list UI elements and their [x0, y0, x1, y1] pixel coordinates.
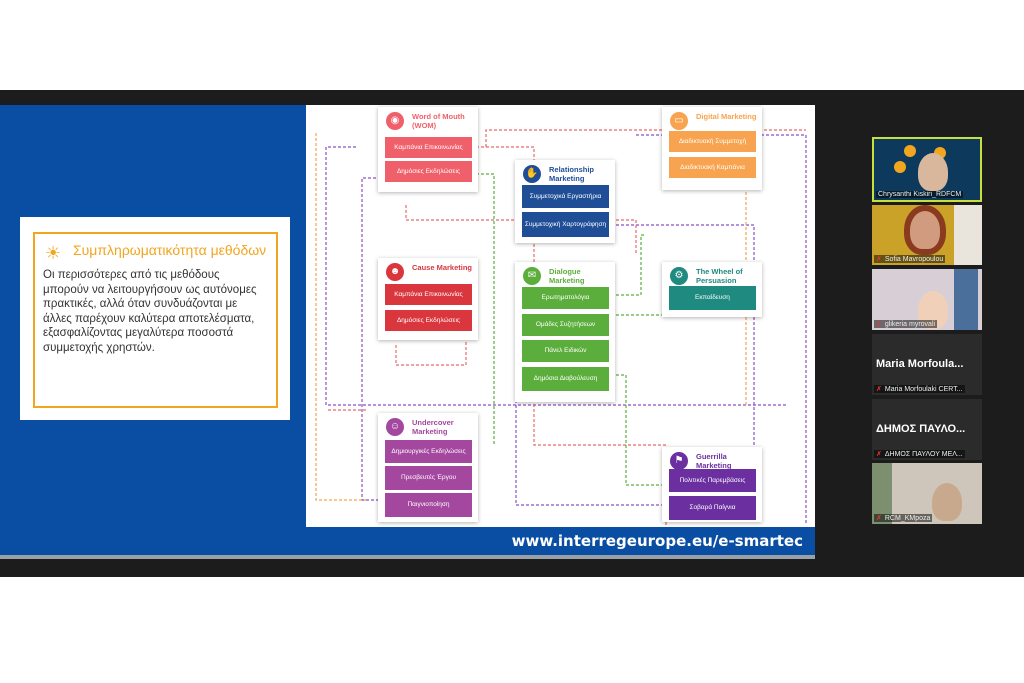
video-feed — [910, 211, 940, 249]
method-item: Δημόσια Διαβούλευση — [522, 367, 609, 391]
method-item: Διαδικτυακή Συμμετοχή — [669, 131, 756, 152]
method-title: Undercover Marketing — [412, 418, 454, 436]
method-card-wom: ◉ Word of Mouth (WOM) Καμπάνια Επικοινων… — [378, 107, 478, 192]
method-card-relationship: ✋ Relationship Marketing Συμμετοχικά Εργ… — [515, 160, 615, 243]
method-card-cause: ☻ Cause Marketing Καμπάνια Επικοινωνίας … — [378, 258, 478, 340]
participant-tile[interactable]: ✗Sofia Mavropoulou — [872, 205, 982, 265]
people-icon: ☻ — [386, 263, 404, 281]
participant-tile[interactable]: ✗glikeria myrovali — [872, 269, 982, 330]
method-item: Καμπάνια Επικοινωνίας — [385, 284, 472, 305]
method-card-dialogue: ✉ Dialogue Marketing Ερωτηματολόγια Ομάδ… — [515, 262, 615, 402]
method-card-undercover: ☺ Undercover Marketing Δημιουργικές Εκδη… — [378, 413, 478, 522]
muted-mic-icon: ✗ — [876, 386, 882, 393]
method-title: Relationship Marketing — [549, 165, 595, 183]
method-title: Word of Mouth (WOM) — [412, 112, 465, 130]
video-feed — [918, 153, 948, 191]
method-item: Παιγνιοποίηση — [385, 493, 472, 517]
method-item: Συμμετοχική Χαρτογράφηση — [522, 212, 609, 237]
method-card-wheel: ⚙ The Wheel of Persuasion Εκπαίδευση — [662, 262, 762, 317]
flag-icon: ⚑ — [670, 452, 688, 470]
method-item: Δημιουργικές Εκδηλώσεις — [385, 440, 472, 463]
gear-icon: ⚙ — [670, 267, 688, 285]
participant-display-name: Maria Morfoula... — [876, 358, 964, 370]
participant-name-text: Maria Morfoulaki CERT... — [884, 386, 963, 393]
method-item: Καμπάνια Επικοινωνίας — [385, 137, 472, 158]
method-item: Δημόσιες Εκδηλώσεις — [385, 161, 472, 182]
participant-name: ✗ΔΗΜΟΣ ΠΑΥΛΟΥ ΜΕΛ... — [874, 450, 965, 458]
participant-tile[interactable]: ΔΗΜΟΣ ΠΑΥΛΟ... ✗ΔΗΜΟΣ ΠΑΥΛΟΥ ΜΕΛ... — [872, 399, 982, 460]
participant-tile[interactable]: Chrysanthi Kiskiri_RDFCM — [872, 137, 982, 202]
participant-name-text: ΔΗΜΟΣ ΠΑΥΛΟΥ ΜΕΛ... — [884, 451, 963, 458]
participant-display-name: ΔΗΜΟΣ ΠΑΥΛΟ... — [876, 423, 966, 435]
method-item: Ερωτηματολόγια — [522, 287, 609, 309]
method-item: Ομάδες Συζητήσεων — [522, 314, 609, 336]
participant-name: ✗Maria Morfoulaki CERT... — [874, 385, 965, 393]
slide-heading: Συμπληρωματικότητα μεθόδων — [73, 242, 267, 258]
participant-name: ✗Sofia Mavropoulou — [874, 255, 946, 263]
method-title: Guerrilla Marketing — [696, 452, 732, 470]
method-item: Πρεσβευτές Έργου — [385, 466, 472, 490]
complementarity-box: ☀ Συμπληρωματικότητα μεθόδων Οι περισσότ… — [33, 232, 278, 408]
method-item: Πάνελ Ειδικών — [522, 340, 609, 362]
method-item: Συμμετοχικά Εργαστήρια — [522, 185, 609, 208]
muted-mic-icon: ✗ — [876, 451, 882, 458]
participant-name-text: RCM_KMpoza — [884, 515, 931, 522]
text-card: ☀ Συμπληρωματικότητα μεθόδων Οι περισσότ… — [20, 217, 290, 420]
muted-mic-icon: ✗ — [876, 515, 882, 522]
participant-tile[interactable]: ✗RCM_KMpoza — [872, 463, 982, 524]
slide-divider — [0, 555, 815, 559]
method-title: The Wheel of Persuasion — [696, 267, 743, 285]
slide-url: www.interregeurope.eu/e-smartec — [306, 527, 815, 557]
muted-mic-icon: ✗ — [876, 321, 882, 328]
participant-name-text: glikeria myrovali — [884, 321, 936, 328]
participant-name: ✗RCM_KMpoza — [874, 514, 933, 522]
lightbulb-icon: ☀ — [45, 243, 62, 263]
mask-icon: ☺ — [386, 418, 404, 436]
megaphone-icon: ◉ — [386, 112, 404, 130]
laptop-icon: ▭ — [670, 112, 688, 130]
method-item: Εκπαίδευση — [669, 286, 756, 310]
handshake-icon: ✋ — [523, 165, 541, 183]
chat-icon: ✉ — [523, 267, 541, 285]
method-card-guerrilla: ⚑ Guerrilla Marketing Πολιτικές Παρεμβάσ… — [662, 447, 762, 522]
method-item: Πολιτικές Παρεμβάσεις — [669, 469, 756, 492]
participant-tile[interactable]: Maria Morfoula... ✗Maria Morfoulaki CERT… — [872, 334, 982, 395]
method-item: Σοβαρά Παίγνια — [669, 496, 756, 520]
participant-name: ✗glikeria myrovali — [874, 320, 938, 328]
method-title: Cause Marketing — [412, 263, 473, 272]
method-item: Διαδικτυακή Καμπάνια — [669, 157, 756, 178]
method-title: Digital Marketing — [696, 112, 757, 121]
muted-mic-icon: ✗ — [876, 256, 882, 263]
participant-name: Chrysanthi Kiskiri_RDFCM — [876, 191, 964, 198]
participant-name-text: Sofia Mavropoulou — [884, 256, 944, 263]
slide-body: Οι περισσότερες από τις μεθόδους μπορούν… — [43, 269, 257, 354]
method-title: Dialogue Marketing — [549, 267, 585, 285]
method-card-digital: ▭ Digital Marketing Διαδικτυακή Συμμετοχ… — [662, 107, 762, 190]
video-feed — [932, 483, 962, 521]
method-item: Δημόσιες Εκδηλώσεις — [385, 310, 472, 331]
